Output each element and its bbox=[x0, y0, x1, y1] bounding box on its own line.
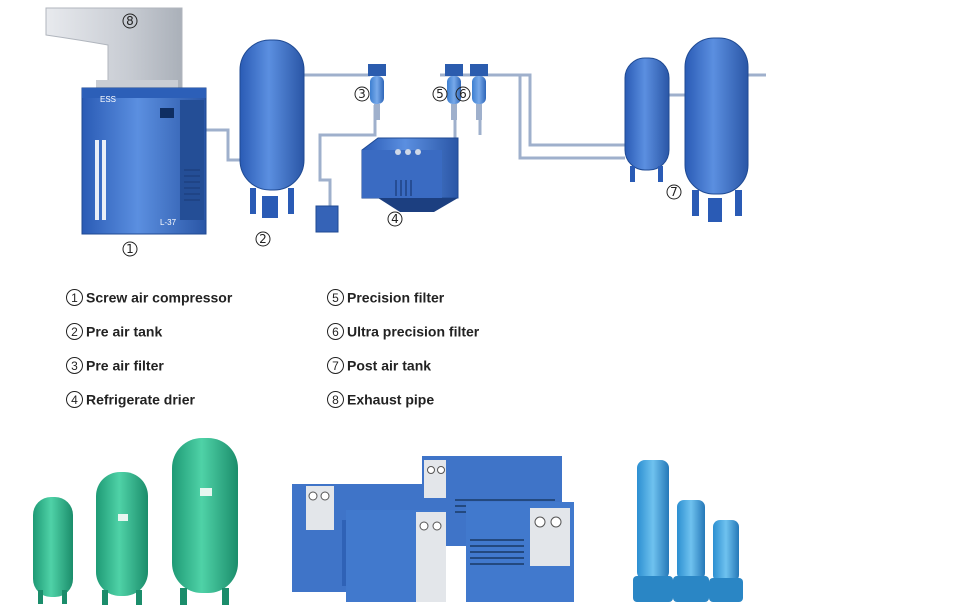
callout-3: 3 bbox=[355, 87, 369, 101]
svg-text:5: 5 bbox=[436, 87, 444, 101]
svg-text:8: 8 bbox=[126, 14, 134, 28]
callout-5: 5 bbox=[433, 87, 447, 101]
callout-4: 4 bbox=[388, 212, 402, 226]
svg-text:1: 1 bbox=[126, 242, 134, 256]
post-air-tank bbox=[685, 38, 748, 222]
drain-tank bbox=[316, 206, 338, 232]
green-air-tanks-photo bbox=[33, 438, 238, 605]
post-air-tank-small bbox=[625, 58, 669, 182]
ultra-precision-filter bbox=[470, 64, 488, 120]
pre-air-filter bbox=[368, 64, 386, 120]
filters-photo bbox=[633, 460, 743, 602]
svg-text:3: 3 bbox=[358, 87, 366, 101]
svg-text:6: 6 bbox=[459, 87, 467, 101]
svg-text:2: 2 bbox=[259, 232, 267, 246]
svg-text:4: 4 bbox=[391, 212, 399, 226]
screw-air-compressor: ESS L-37 bbox=[82, 88, 206, 234]
refrigerated-dryers-photo bbox=[292, 456, 574, 602]
svg-text:7: 7 bbox=[670, 185, 678, 199]
refrigerated-dryer bbox=[362, 138, 458, 212]
callout-2: 2 bbox=[256, 232, 270, 246]
exhaust-pipe bbox=[46, 8, 182, 92]
compressor-logo: ESS bbox=[100, 95, 116, 104]
callout-1: 1 bbox=[123, 242, 137, 256]
pre-air-tank bbox=[240, 40, 304, 218]
callout-7: 7 bbox=[667, 185, 681, 199]
compressor-model-label: L-37 bbox=[160, 218, 177, 227]
